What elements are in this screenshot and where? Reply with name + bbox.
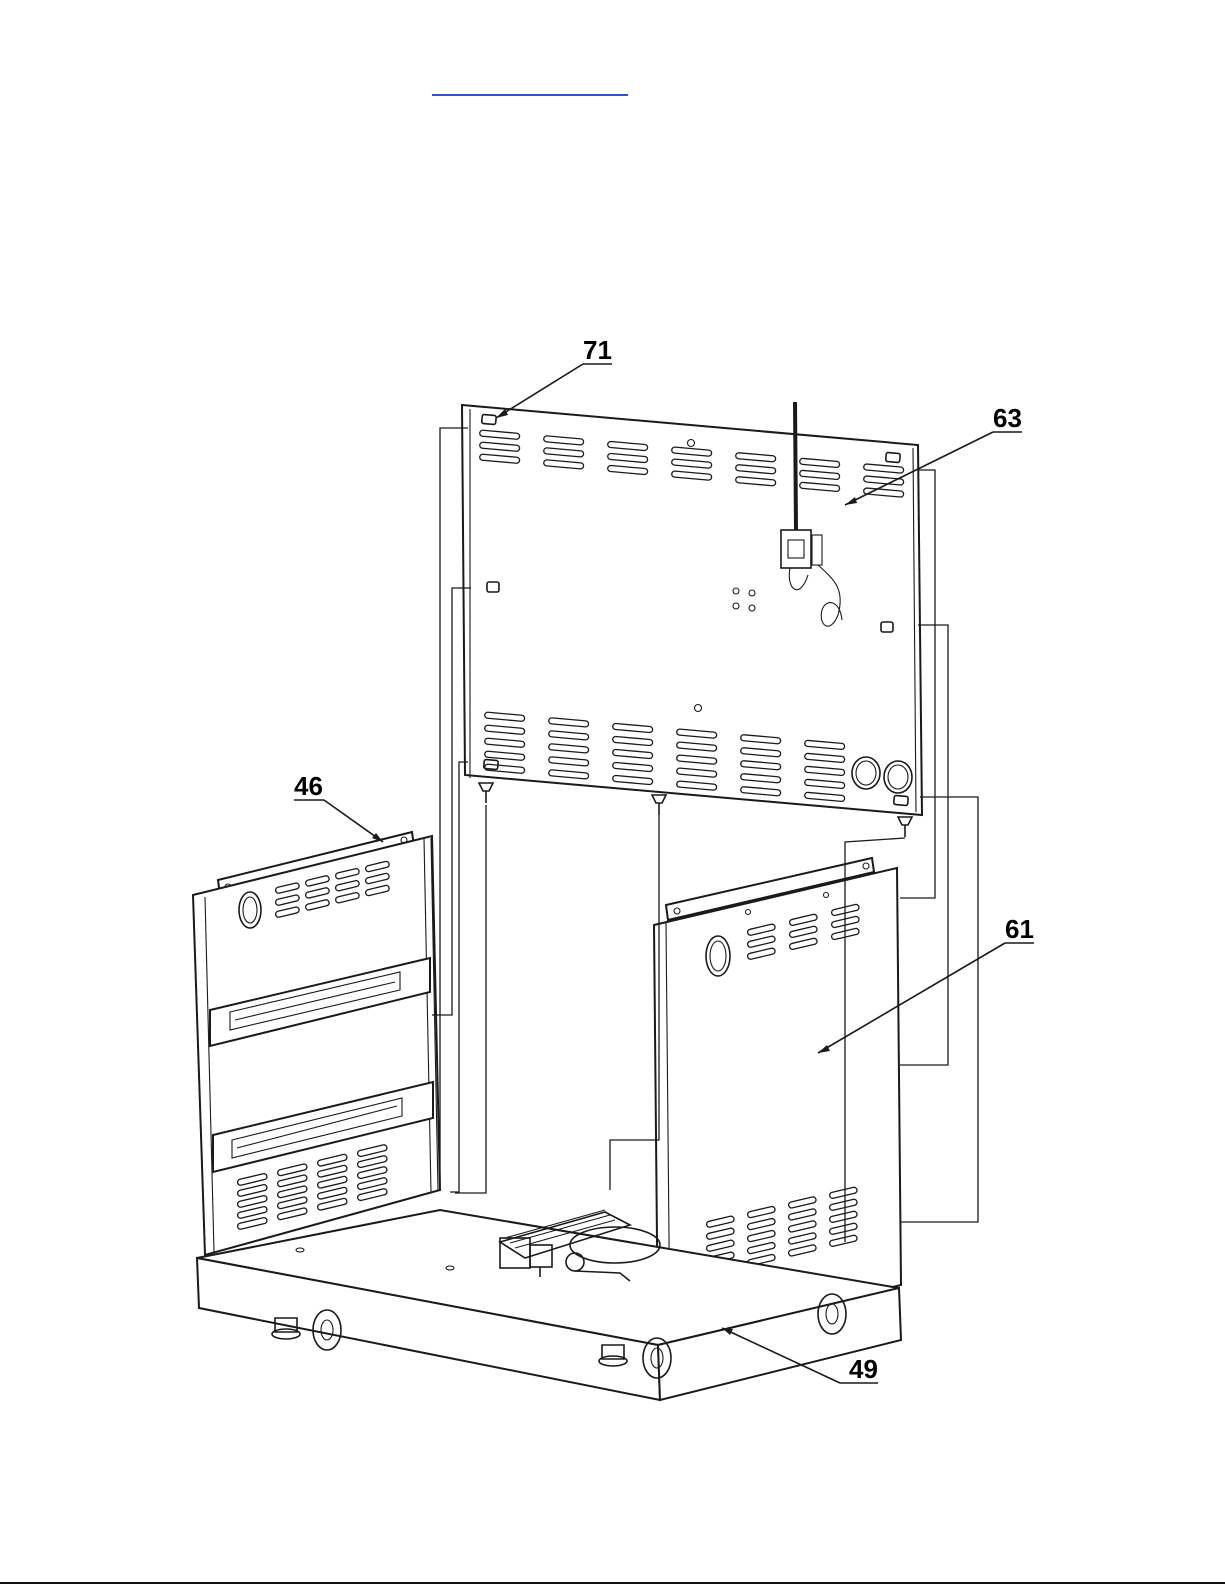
part-label-61: 61 <box>1005 914 1034 944</box>
left-side-panel <box>193 832 440 1255</box>
part-label-63: 63 <box>993 403 1022 433</box>
back-panel <box>462 402 922 837</box>
part-label-46: 46 <box>294 771 323 801</box>
part-label-49: 49 <box>849 1354 878 1384</box>
part-label-71: 71 <box>583 335 612 365</box>
page-bottom-rule <box>0 1582 1225 1584</box>
